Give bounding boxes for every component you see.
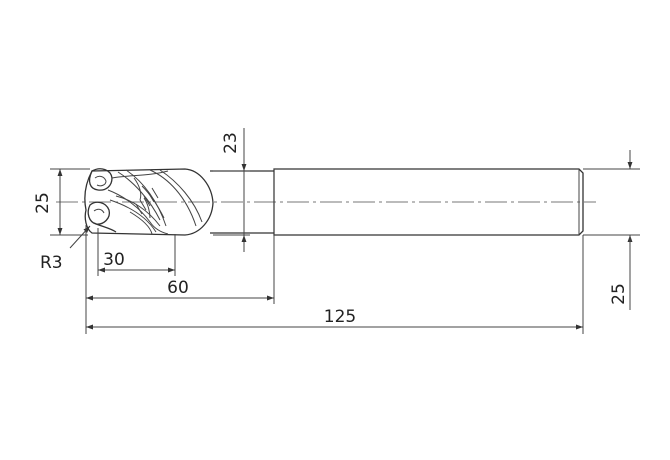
dim-overall-length-label: 125 — [324, 307, 356, 327]
dim-shank-diameter-right-label: 25 — [609, 283, 629, 305]
dim-neck-length-label: 60 — [167, 278, 189, 298]
dim-corner-radius — [69, 225, 91, 249]
dim-corner-radius-label: R3 — [40, 253, 63, 273]
dim-flute-diameter — [213, 128, 250, 252]
dim-tool-diameter-left-label: 25 — [33, 192, 53, 214]
dim-flute-length-label: 30 — [103, 250, 125, 270]
dim-shank-diameter-right — [583, 150, 640, 310]
dim-flute-diameter-label: 23 — [221, 132, 241, 154]
cutting-head — [84, 168, 214, 236]
